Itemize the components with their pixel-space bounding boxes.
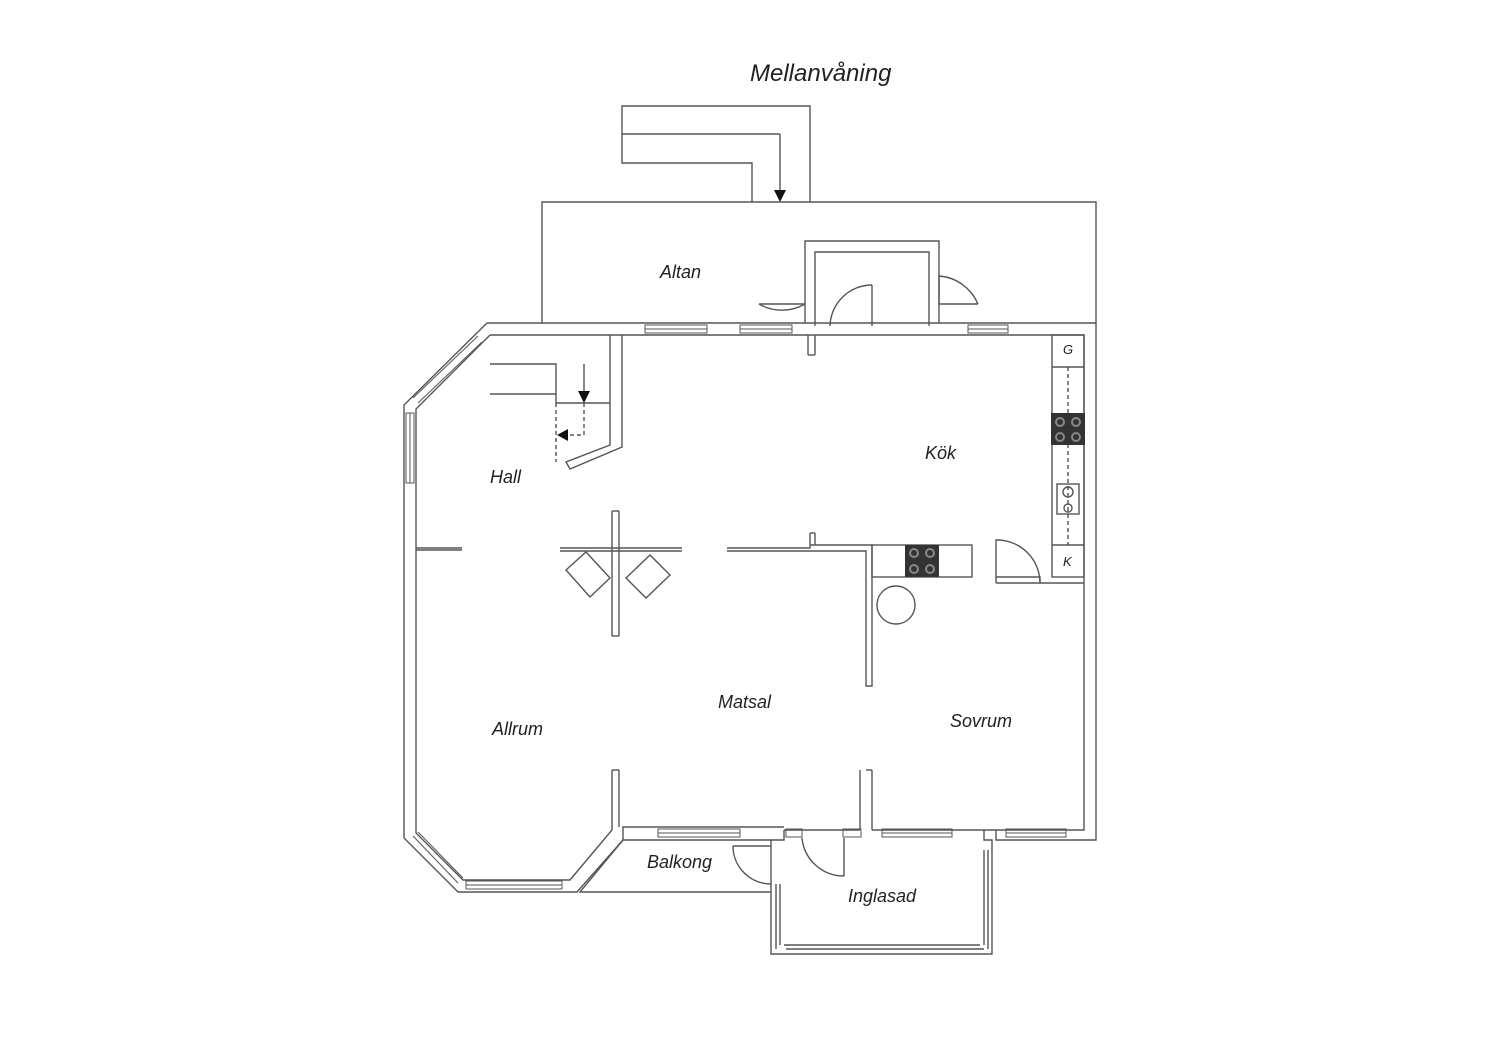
exterior-walls [403, 322, 1097, 893]
room-label-altan: Altan [660, 262, 702, 282]
room-label-balkong: Balkong [647, 852, 713, 872]
interior-walls [416, 335, 1084, 827]
exterior-stairs [621, 105, 811, 202]
room-label-kok: Kök [925, 443, 957, 463]
appliance-label-g: G [1063, 342, 1074, 357]
floor-title: Mellanvåning [750, 60, 892, 87]
stove-icon-counter [905, 545, 939, 577]
room-label-inglasad: Inglasad [848, 886, 917, 906]
stove-icon [1051, 413, 1085, 445]
appliance-label-k: K [1063, 554, 1072, 569]
lounge-chairs [565, 551, 672, 599]
balkong-outline [578, 839, 772, 893]
inglasad-outline [770, 830, 993, 955]
entrance-porch [758, 240, 979, 327]
room-label-hall: Hall [490, 467, 522, 487]
altan-deck [541, 201, 1097, 323]
room-label-matsal: Matsal [718, 692, 772, 712]
room-label-sovrum: Sovrum [950, 711, 1013, 731]
room-label-allrum: Allrum [492, 719, 544, 739]
interior-stairs [490, 363, 610, 462]
kitchen-counter [871, 334, 1085, 625]
windows [405, 324, 1067, 890]
